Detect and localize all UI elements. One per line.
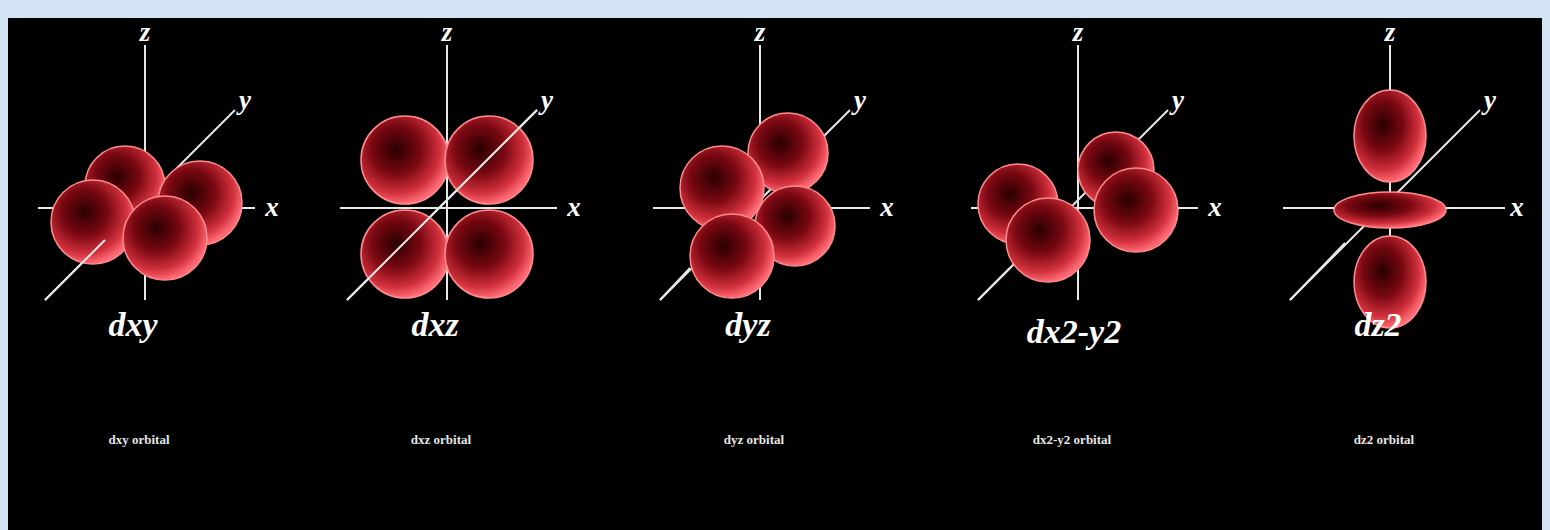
axis-label: z — [1073, 17, 1084, 48]
axis-label: z — [755, 17, 766, 48]
axis-label: y — [239, 85, 251, 116]
axis-label: x — [880, 192, 894, 223]
x-axis — [1283, 207, 1334, 209]
dxy-figure — [38, 45, 255, 300]
orbital-caption: dx2-y2 orbital — [1033, 432, 1111, 448]
x-axis — [340, 207, 557, 209]
axis-label: z — [140, 17, 151, 48]
dx2-y2-figure — [971, 45, 1198, 300]
dyz-figure — [653, 45, 870, 300]
x-axis — [340, 207, 557, 209]
orbital-lobe — [361, 210, 449, 298]
y-axis — [978, 268, 1010, 300]
axis-label: y — [1172, 85, 1184, 116]
axis-label: y — [854, 85, 866, 116]
axis-label: x — [1208, 192, 1222, 223]
dxz-figure — [340, 45, 557, 300]
axis-label: y — [541, 85, 553, 116]
orbital-lobe — [690, 214, 774, 298]
axis-label: x — [1510, 192, 1524, 223]
x-axis — [1446, 207, 1505, 209]
y-axis — [1290, 243, 1345, 300]
y-axis — [347, 110, 537, 300]
y-axis — [347, 110, 537, 300]
orbital-name: dyz — [725, 306, 770, 344]
orbital-caption: dxz orbital — [411, 432, 471, 448]
y-axis — [660, 110, 850, 300]
orbital-lobe — [1094, 168, 1178, 252]
orbital-caption: dyz orbital — [724, 432, 784, 448]
axes — [38, 45, 255, 300]
axis-label: z — [1385, 17, 1396, 48]
orbital-lobe — [445, 210, 533, 298]
orbital-caption: dxy orbital — [108, 432, 169, 448]
orbital-name: dx2-y2 — [1027, 313, 1121, 351]
orbital-name: dxz — [411, 306, 458, 344]
orbital-torus — [1334, 192, 1446, 228]
axis-label: x — [567, 192, 581, 223]
x-axis — [1178, 207, 1198, 209]
y-axis — [660, 268, 690, 300]
orbital-lobe — [361, 116, 449, 204]
axis-label: y — [1484, 85, 1496, 116]
orbital-name: dz2 — [1354, 306, 1401, 344]
y-axis — [45, 240, 105, 300]
z-axis — [1389, 45, 1391, 90]
axis-label: z — [442, 17, 453, 48]
orbital-lobe — [445, 116, 533, 204]
black-panel — [8, 18, 1542, 530]
orbital-lobe — [1354, 90, 1426, 182]
orbital-lobe — [123, 196, 207, 280]
orbital-caption: dz2 orbital — [1354, 432, 1414, 448]
orbital-lobe — [1006, 198, 1090, 282]
axis-label: x — [265, 192, 279, 223]
dz2-figure — [1283, 45, 1505, 328]
orbital-name: dxy — [108, 306, 157, 344]
